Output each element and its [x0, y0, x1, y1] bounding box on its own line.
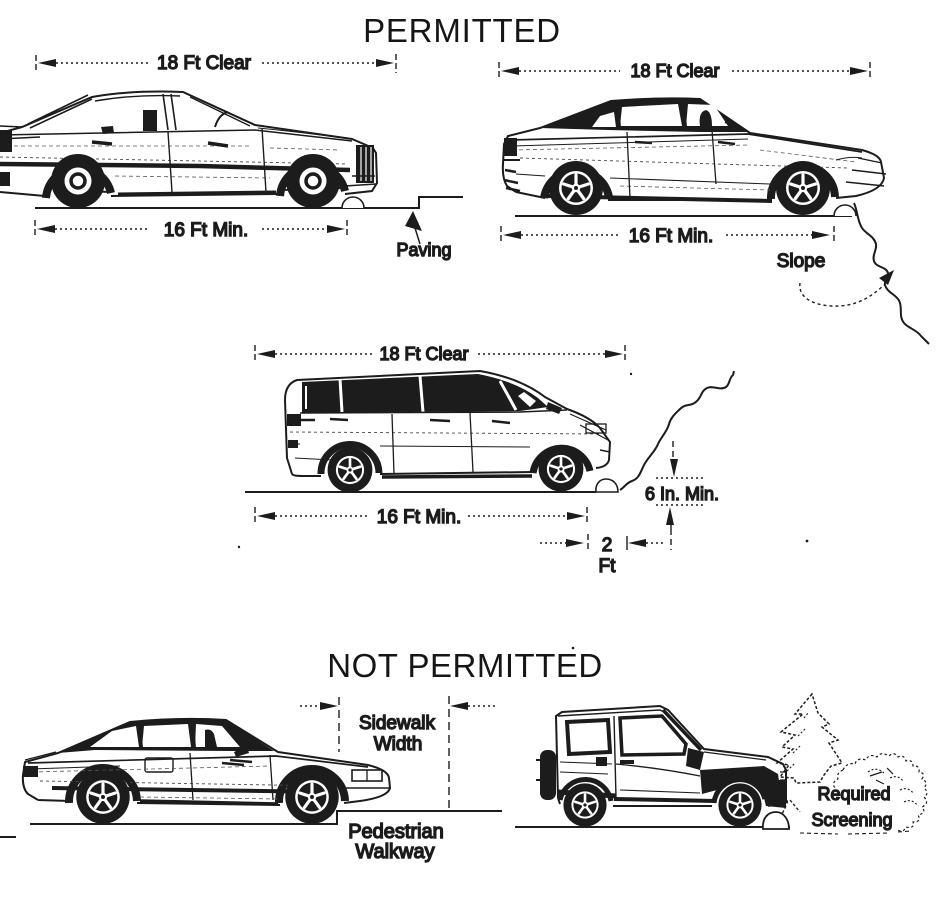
svg-text:18 Ft Clear: 18 Ft Clear [379, 344, 468, 364]
svg-text:Width: Width [374, 734, 423, 755]
svg-text:Screening: Screening [811, 810, 892, 830]
svg-text:Slope: Slope [777, 251, 826, 272]
svg-text:Pedestrian: Pedestrian [348, 821, 444, 843]
svg-text:Sidewalk: Sidewalk [359, 713, 436, 734]
svg-text:2: 2 [602, 535, 613, 556]
svg-text:18 Ft Clear: 18 Ft Clear [157, 53, 252, 74]
svg-text:NOT PERMITTED: NOT PERMITTED [327, 647, 602, 684]
svg-text:Ft: Ft [599, 556, 617, 577]
svg-text:Required: Required [817, 784, 890, 804]
svg-text:6 In. Min.: 6 In. Min. [645, 484, 719, 504]
svg-text:16 Ft Min.: 16 Ft Min. [164, 220, 248, 241]
svg-text:16 Ft Min.: 16 Ft Min. [629, 226, 713, 247]
svg-text:Walkway: Walkway [355, 841, 434, 863]
svg-text:Paving: Paving [396, 240, 451, 260]
svg-text:PERMITTED: PERMITTED [363, 12, 561, 49]
svg-text:16 Ft Min.: 16 Ft Min. [377, 507, 461, 528]
svg-text:18 Ft Clear: 18 Ft Clear [630, 61, 719, 81]
